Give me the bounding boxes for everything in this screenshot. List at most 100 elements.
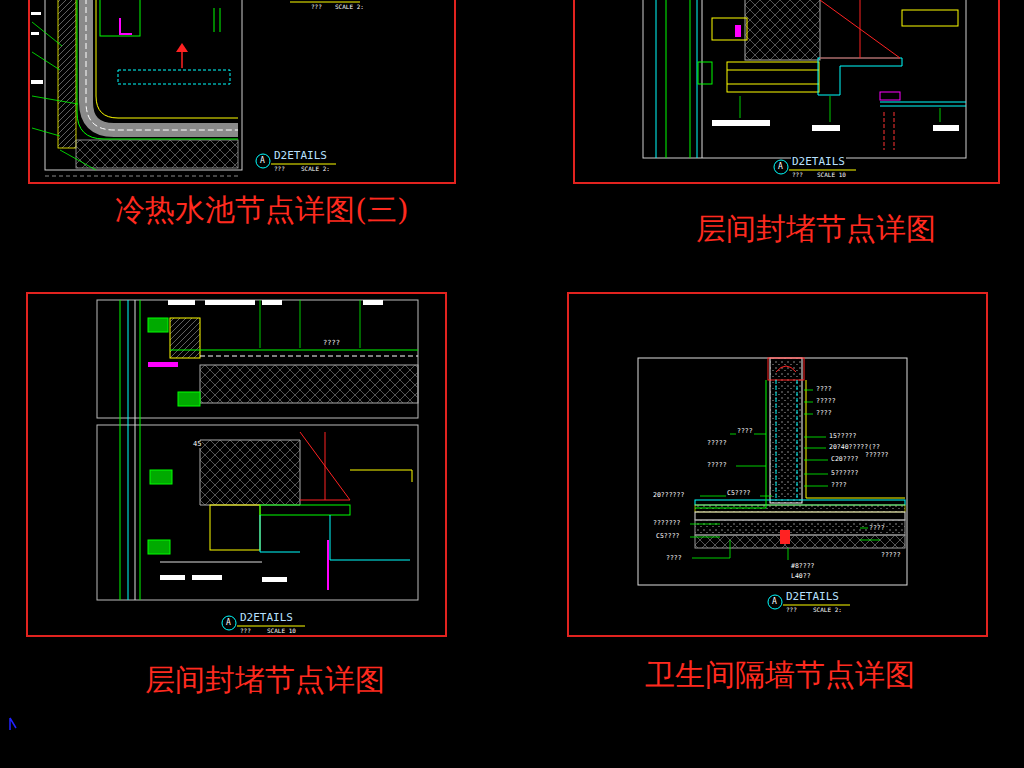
floor-seal-drawing — [656, 0, 657, 158]
pool-detail-drawing — [77, 0, 238, 139]
detail-mark: A — [259, 157, 266, 165]
floor-seal-drawing — [363, 300, 383, 305]
pool-detail-drawing — [118, 70, 230, 84]
partition-detail-drawing — [768, 595, 782, 609]
material-note: ???? — [322, 340, 341, 347]
partition-detail-drawing — [690, 434, 772, 558]
floor-seal-drawing — [735, 25, 741, 37]
detail-tag: D2ETAILS — [239, 612, 294, 623]
material-note: ???? — [830, 482, 848, 489]
material-note: C20???? — [830, 456, 859, 463]
floor-seal-drawing — [884, 112, 894, 150]
ucs-icon — [10, 718, 16, 730]
material-note: ????? — [706, 440, 728, 447]
floor-seal-drawing — [300, 432, 350, 500]
detail-mark: A — [777, 163, 784, 171]
detail-mark: A — [225, 619, 232, 627]
floor-seal-drawing — [260, 300, 360, 348]
scale-note: SCALE 2: — [300, 166, 331, 172]
pool-detail-drawing — [176, 43, 188, 52]
ucs-icon — [10, 718, 16, 730]
material-note: 20?????? — [652, 492, 685, 499]
partition-detail-drawing — [797, 380, 798, 500]
detail-tag: D2ETAILS — [273, 150, 328, 161]
floor-seal-drawing — [262, 577, 287, 582]
detail-frame: 层间封堵节点详图 — [26, 292, 447, 637]
material-note: ???? — [815, 386, 833, 393]
floor-seal-drawing — [222, 616, 236, 630]
detail-mark: A — [771, 598, 778, 606]
floor-seal-drawing — [820, 0, 900, 58]
pool-detail-drawing — [100, 0, 140, 36]
detail-title: 层间封堵节点详图 — [145, 663, 385, 696]
pool-detail-drawing — [45, 176, 240, 177]
floor-seal-drawing — [97, 300, 418, 418]
material-note: ?????? — [864, 452, 889, 459]
floor-seal-drawing — [789, 170, 856, 171]
partition-detail-drawing — [806, 380, 905, 498]
floor-seal-drawing — [812, 125, 840, 131]
floor-seal-drawing — [97, 300, 418, 630]
floor-seal-drawing — [712, 120, 770, 126]
material-note: 15????? — [828, 433, 857, 440]
floor-seal-drawing — [702, 0, 703, 158]
detail-tag: D2ETAILS — [785, 591, 840, 602]
floor-seal-drawing — [880, 106, 966, 107]
detail-number: ??? — [310, 4, 323, 10]
floor-seal-drawing — [643, 0, 966, 158]
detail-number: ??? — [239, 628, 252, 634]
floor-seal-drawing — [160, 575, 185, 580]
floor-seal-drawing — [148, 318, 168, 332]
floor-seal-drawing — [745, 0, 820, 60]
floor-seal-drawing — [170, 318, 200, 358]
floor-seal-drawing — [327, 540, 329, 590]
partition-detail-drawing — [768, 358, 804, 380]
partition-detail-drawing — [776, 380, 777, 500]
pool-detail-drawing — [31, 80, 43, 84]
floor-seal-drawing — [160, 562, 262, 563]
floor-seal-drawing — [200, 440, 300, 505]
pool-detail-drawing — [31, 12, 41, 15]
pool-detail-drawing — [45, 0, 242, 170]
pool-detail-drawing — [120, 18, 132, 34]
material-note: ????? — [880, 552, 902, 559]
detail-title: 层间封堵节点详图 — [696, 212, 936, 245]
material-note: ????? — [815, 398, 837, 405]
floor-seal-drawing — [260, 505, 350, 515]
partition-detail-drawing — [638, 358, 907, 609]
partition-detail-drawing — [695, 520, 905, 535]
detail-frame: 冷热水池节点详图(三) — [28, 0, 456, 184]
pool-detail-drawing — [96, 0, 238, 118]
floor-seal-drawing — [178, 392, 200, 406]
material-note: ???? — [736, 428, 754, 435]
pool-detail-drawing — [31, 32, 39, 35]
pool-detail-drawing — [86, 0, 238, 130]
pool-detail-drawing — [271, 164, 336, 165]
scale-note: SCALE 10 — [816, 172, 847, 178]
floor-seal-drawing — [148, 362, 178, 367]
material-note: ???? — [868, 525, 886, 532]
floor-seal-drawing — [697, 0, 698, 158]
floor-seal-drawing — [260, 515, 410, 560]
material-note: ????? — [706, 462, 728, 469]
floor-seal-drawing — [128, 300, 129, 600]
material-note: C5???? — [726, 490, 751, 497]
floor-seal-drawing — [120, 300, 121, 600]
material-note: 20?40?????(?? — [828, 444, 881, 451]
material-note: #8???? — [790, 563, 815, 570]
partition-detail-drawing — [695, 500, 905, 505]
material-note: C5???? — [655, 533, 680, 540]
partition-detail-drawing — [695, 512, 905, 520]
floor-seal-drawing — [666, 0, 667, 158]
floor-seal-drawing — [727, 84, 819, 85]
floor-seal-drawing — [210, 505, 260, 550]
floor-seal-drawing — [200, 365, 418, 403]
pool-detail-drawing — [86, 0, 238, 130]
floor-seal-drawing — [880, 92, 900, 100]
floor-seal-drawing — [774, 160, 788, 174]
partition-detail-drawing — [780, 530, 790, 544]
floor-seal-drawing — [350, 470, 412, 482]
detail-frame: 层间封堵节点详图 — [573, 0, 1000, 184]
